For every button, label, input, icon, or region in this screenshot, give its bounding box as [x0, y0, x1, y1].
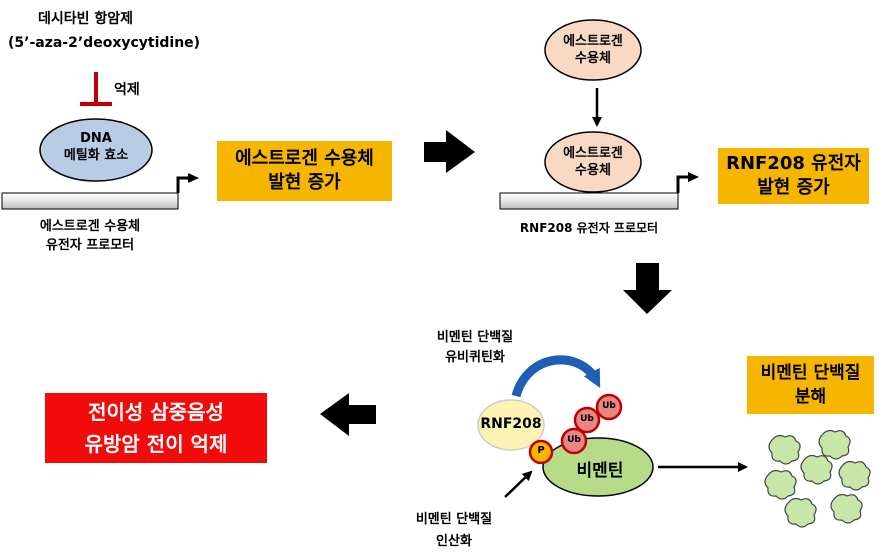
rnf208-promoter-bar — [499, 192, 679, 210]
vimentin-degradation-box: 비멘틴 단백질 분해 — [747, 356, 874, 414]
drug-name-label: 데시타빈 항암제 — [38, 11, 134, 27]
er-expression-increase-box: 에스트로겐 수용체 발현 증가 — [217, 141, 392, 201]
ubiquitination-curved-arrow — [511, 355, 601, 398]
er-bound-label: 에스트로겐 수용체 — [563, 146, 623, 178]
drug-chemical-label: (5’-aza-2’deoxycytidine) — [8, 35, 201, 51]
phospho-label: P — [537, 445, 545, 456]
ub-label-2: Ub — [602, 401, 616, 411]
phosphorylation-label: 비멘틴 단백질 인산화 — [415, 512, 493, 549]
er-gene-promoter-bar — [1, 192, 179, 210]
rnf208-label: RNF208 — [480, 416, 542, 432]
transcription-start-arrow-1 — [176, 176, 190, 193]
er-promoter-label: 에스트로겐 수용체 유전자 프로모터 — [39, 219, 141, 253]
vimentin-label: 비멘틴 — [576, 461, 624, 481]
enzyme-label: DNA 메틸화 효소 — [63, 131, 129, 163]
er-free-label: 에스트로겐 수용체 — [563, 34, 623, 66]
ubiquitin-chain — [560, 393, 623, 455]
rnf208-expression-increase-box: RNF208 유전자 발현 증가 — [718, 148, 869, 204]
estrogen-receptor-bound-ellipse — [544, 131, 642, 193]
phosphorylation-arrow — [504, 470, 533, 498]
flow-arrow-down — [623, 263, 672, 314]
estrogen-receptor-free-ellipse — [544, 19, 642, 81]
inhibition-symbol — [80, 72, 112, 106]
dna-methyltransferase-ellipse — [39, 118, 153, 182]
degraded-fragments — [764, 429, 871, 528]
rnf208-ellipse — [477, 399, 545, 451]
transcription-start-arrow-2 — [676, 175, 690, 193]
flow-arrow-left — [320, 393, 376, 436]
phosphate-circle — [528, 439, 554, 465]
flow-arrow-right — [424, 130, 475, 173]
inhibit-label: 억제 — [114, 82, 140, 98]
ubiquitination-label: 비멘틴 단백질 유비퀴틴화 — [436, 330, 514, 365]
metastasis-suppression-box: 전이성 삼중음성 유방암 전이 억제 — [45, 393, 267, 463]
ub-label-1: Ub — [580, 414, 594, 424]
ub-label-3: Ub — [567, 435, 581, 445]
rnf208-promoter-label: RNF208 유전자 프로모터 — [519, 221, 659, 235]
